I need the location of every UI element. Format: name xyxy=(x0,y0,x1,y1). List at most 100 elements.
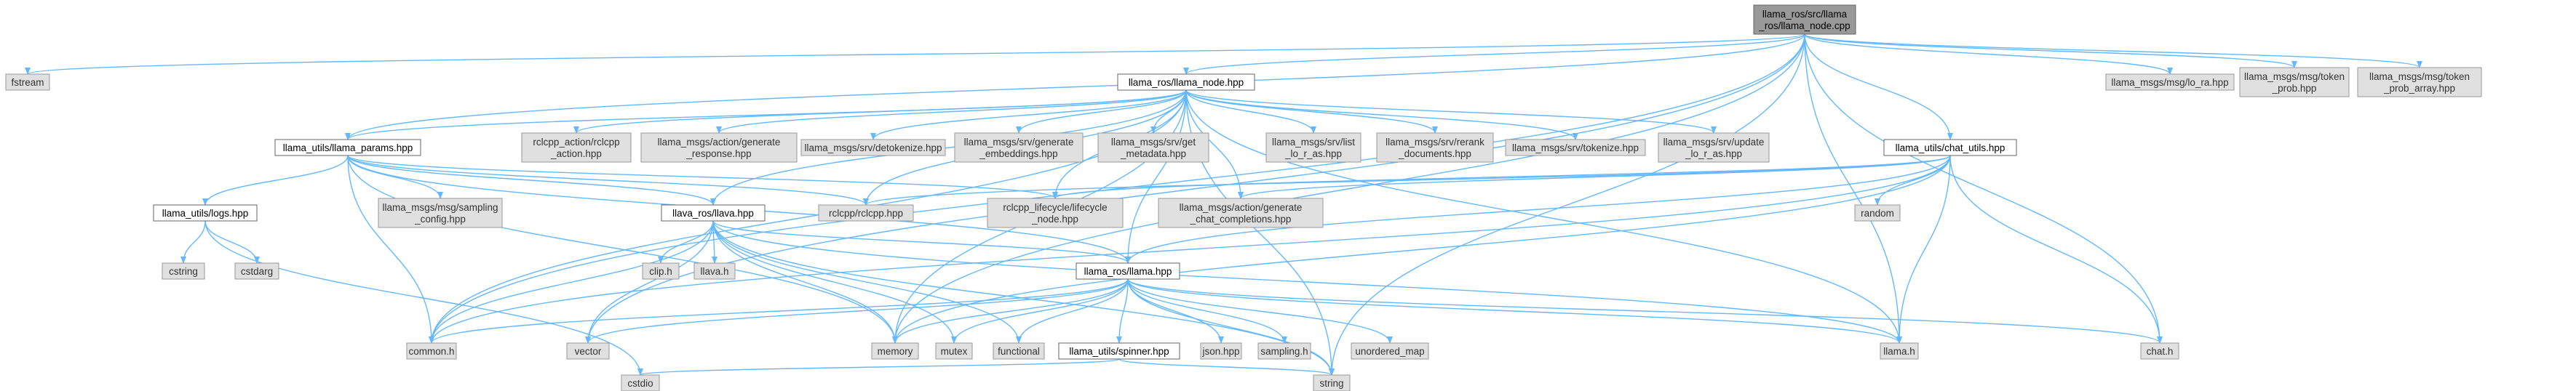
node-label: llama_msgs/srv/detokenize.hpp xyxy=(804,142,942,153)
node-label: llama_msgs/srv/update xyxy=(1663,137,1765,148)
node-lifecycle: rclcpp_lifecycle/lifecycle_node.hpp xyxy=(987,198,1124,228)
node-spinner[interactable]: llama_utils/spinner.hpp xyxy=(1058,342,1180,360)
node-box xyxy=(1076,262,1180,280)
node-label: memory xyxy=(878,346,913,357)
node-sampling-h: sampling.h xyxy=(1257,342,1311,360)
edge-root-to-string xyxy=(1329,33,1805,376)
edge-llava_hpp-to-vector xyxy=(585,220,714,344)
node-label: fstream xyxy=(11,77,44,88)
edge-node_hpp-to-gen_resp xyxy=(716,89,1187,134)
edge-root-to-params xyxy=(345,33,1805,140)
node-label: _embeddings.hpp xyxy=(979,148,1057,159)
node-label: _lo_r_as.hpp xyxy=(1685,148,1742,159)
node-token-prob-array: llama_msgs/msg/token_prob_array.hpp xyxy=(2357,67,2482,97)
node-box xyxy=(521,132,632,163)
edge-llava_hpp-to-functional xyxy=(712,220,1022,344)
node-node-hpp[interactable]: llama_ros/llama_node.hpp xyxy=(1117,73,1255,91)
node-lora: llama_msgs/msg/lo_ra.hpp xyxy=(2105,73,2235,91)
node-rclcpp: rclcpp/rclcpp.hpp xyxy=(818,204,914,222)
node-box xyxy=(1158,198,1324,228)
node-llava-h: llava.h xyxy=(693,262,736,280)
node-box xyxy=(406,342,457,360)
node-box xyxy=(935,342,973,360)
node-label: json.hpp xyxy=(1201,346,1239,357)
node-box xyxy=(1097,132,1209,163)
node-box xyxy=(1880,342,1919,360)
edge-llama_hpp-to-memory xyxy=(892,278,1129,344)
node-label: llama_msgs/msg/sampling xyxy=(382,202,498,213)
edge-chat_utils-to-common xyxy=(429,155,1951,344)
edge-spinner-to-string xyxy=(1118,358,1335,376)
node-label: rclcpp_action/rclcpp xyxy=(533,137,619,148)
edge-params-to-rclcpp xyxy=(347,155,869,206)
node-label: llama_utils/spinner.hpp xyxy=(1069,346,1169,357)
node-box xyxy=(987,198,1124,228)
node-llama-hpp[interactable]: llama_ros/llama.hpp xyxy=(1076,262,1180,280)
node-string: string xyxy=(1313,374,1351,391)
node-label: clip.h xyxy=(649,266,672,277)
edge-llama_hpp-to-spinner xyxy=(1116,278,1129,344)
edge-root-to-fstream xyxy=(25,33,1805,75)
node-label: _prob_array.hpp xyxy=(2383,83,2455,94)
node-rerank: llama_msgs/srv/rerank_documents.hpp xyxy=(1376,132,1494,163)
edge-params-to-lifecycle xyxy=(347,155,1058,199)
node-cstring: cstring xyxy=(162,262,205,280)
edge-llava_hpp-to-common xyxy=(429,220,714,344)
node-mutex: mutex xyxy=(935,342,973,360)
node-random: random xyxy=(1854,204,1901,222)
node-box xyxy=(1854,204,1901,222)
edge-params-to-common xyxy=(347,155,434,344)
node-detok: llama_msgs/srv/detokenize.hpp xyxy=(800,139,946,156)
edge-root-to-lora xyxy=(1804,33,2173,75)
edge-chat_utils-to-lifecycle xyxy=(1052,155,1951,199)
node-label: llama_ros/src/llama xyxy=(1762,9,1848,20)
edge-chat_utils-to-memory xyxy=(892,155,1951,344)
node-box xyxy=(661,204,766,222)
node-box xyxy=(1058,342,1180,360)
node-logs[interactable]: llama_utils/logs.hpp xyxy=(153,204,258,222)
node-label: llama_msgs/srv/list xyxy=(1272,137,1355,148)
node-label: llava_ros/llava.hpp xyxy=(672,208,754,219)
node-box xyxy=(640,132,798,163)
node-box xyxy=(1753,4,1856,35)
edge-node_hpp-to-list_lora xyxy=(1185,89,1316,134)
node-llava-hpp[interactable]: llava_ros/llava.hpp xyxy=(661,204,766,222)
node-box xyxy=(1505,139,1646,156)
edge-node_hpp-to-params xyxy=(345,89,1187,140)
dependency-nodes: llama_ros/src/llama_ros/llama_node.cppfs… xyxy=(5,4,2482,391)
node-box xyxy=(642,262,680,280)
node-label: _node.hpp xyxy=(1031,214,1078,225)
edge-chat_utils-to-rclcpp xyxy=(863,155,1951,206)
edge-llama_hpp-to-common xyxy=(429,278,1129,344)
edge-node_hpp-to-rclcpp_action xyxy=(573,89,1187,134)
node-params[interactable]: llama_utils/llama_params.hpp xyxy=(274,139,421,156)
node-label: llama_msgs/msg/token xyxy=(2244,71,2345,82)
node-box xyxy=(2239,67,2350,97)
edge-spinner-to-cstdio xyxy=(637,358,1120,376)
node-chat-utils[interactable]: llama_utils/chat_utils.hpp xyxy=(1883,139,2017,156)
edge-llama_hpp-to-vector xyxy=(585,278,1129,344)
node-label: cstring xyxy=(169,266,198,277)
node-box xyxy=(621,374,660,391)
edge-root-to-common xyxy=(429,33,1805,344)
node-label: llama_msgs/action/generate xyxy=(1180,202,1303,213)
node-box xyxy=(274,139,421,156)
edge-node_hpp-to-gen_chat xyxy=(1185,89,1244,199)
node-box xyxy=(2357,67,2482,97)
edge-root-to-token_prob_array xyxy=(1804,33,2422,68)
node-label: rclcpp/rclcpp.hpp xyxy=(829,208,903,219)
node-cstdarg: cstdarg xyxy=(234,262,279,280)
node-box xyxy=(2105,73,2235,91)
edge-node_hpp-to-gen_emb xyxy=(1016,89,1187,134)
node-label: llama.h xyxy=(1883,346,1915,357)
node-update-lora: llama_msgs/srv/update_lo_r_as.hpp xyxy=(1658,132,1770,163)
edge-llama_hpp-to-llama_h xyxy=(1127,278,1902,344)
node-cstdio: cstdio xyxy=(621,374,660,391)
node-box xyxy=(378,198,503,228)
node-gen-chat: llama_msgs/action/generate_chat_completi… xyxy=(1158,198,1324,228)
node-box xyxy=(566,342,610,360)
edge-chat_utils-to-llama_h xyxy=(1896,155,1951,344)
edge-logs-to-cstdarg xyxy=(204,220,260,264)
node-label: llama_msgs/action/generate xyxy=(658,137,781,148)
node-label: string xyxy=(1319,378,1343,389)
